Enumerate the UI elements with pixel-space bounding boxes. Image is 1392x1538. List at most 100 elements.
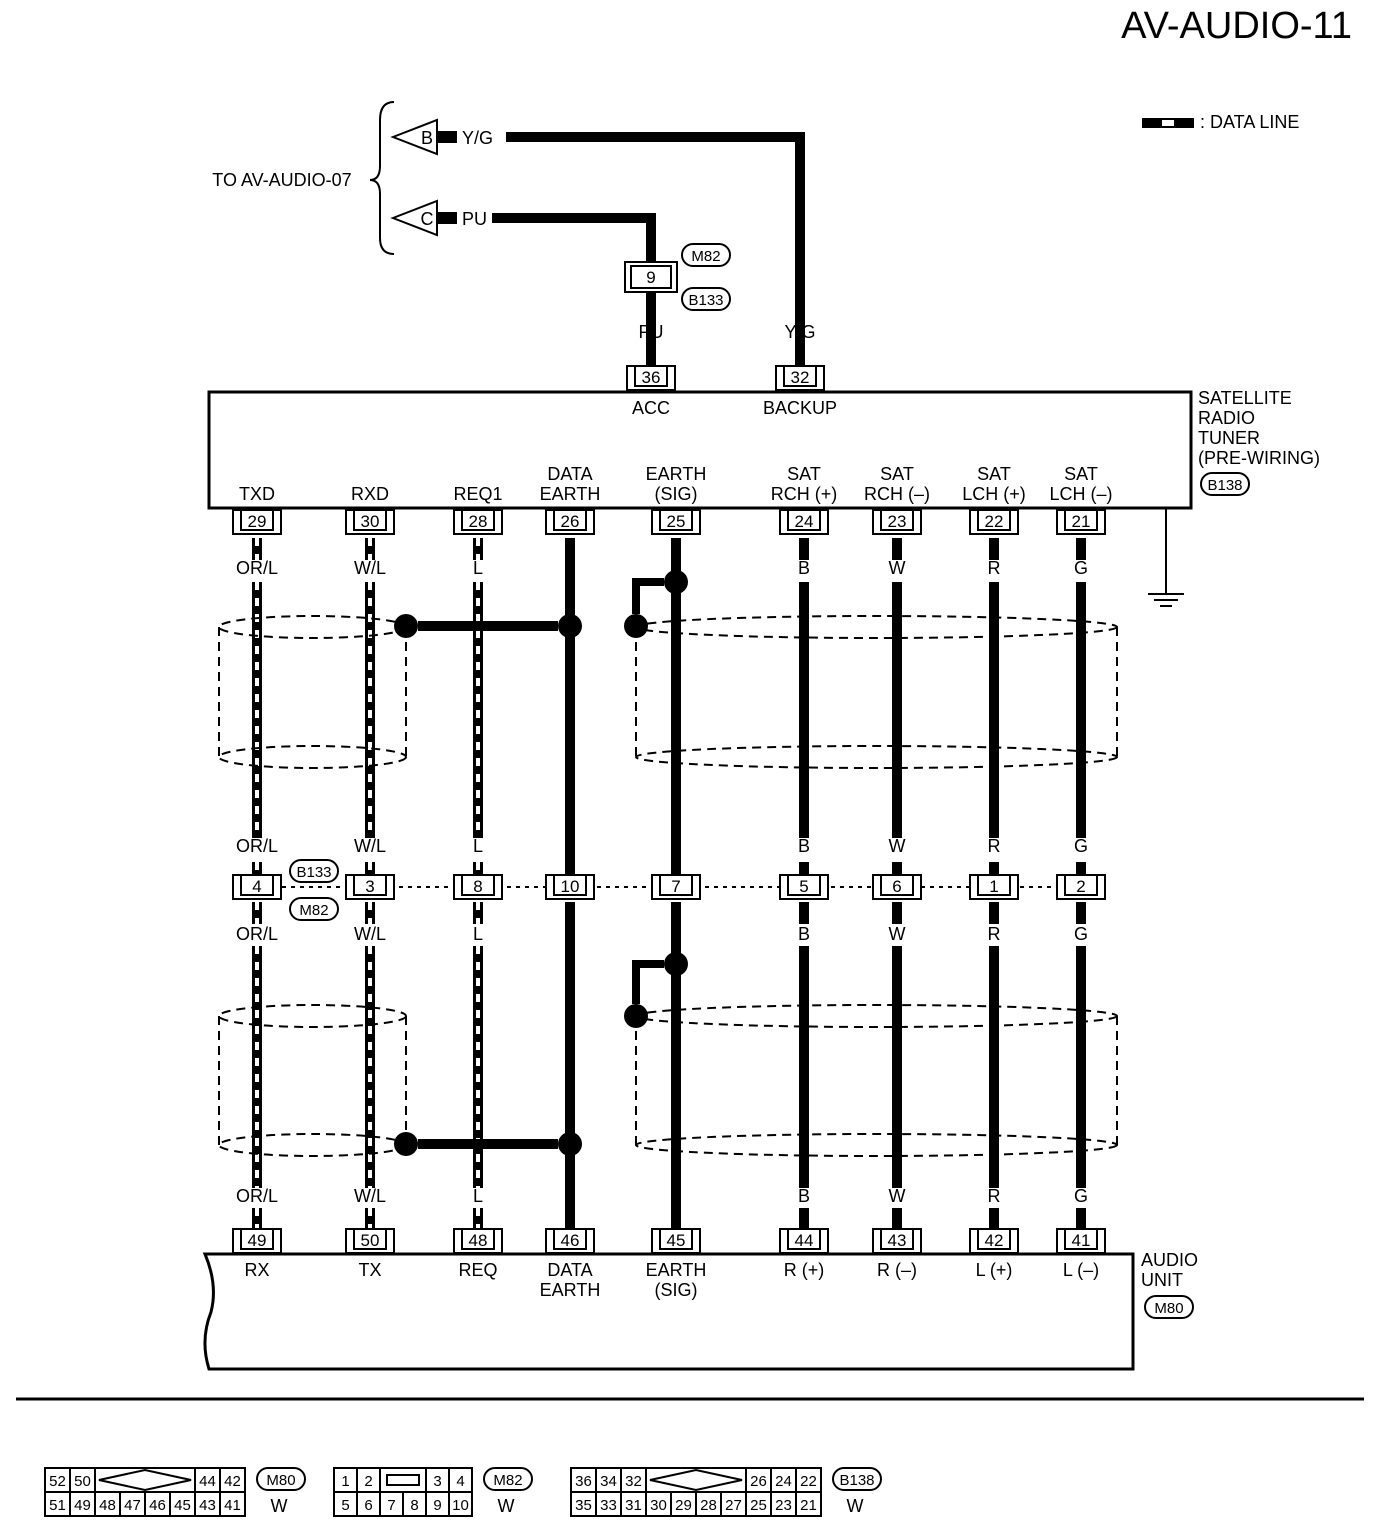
face-m80-color: W bbox=[271, 1496, 288, 1516]
unit-pin-41-label: 41 bbox=[1072, 1231, 1091, 1250]
shield-audio-lower-bottom bbox=[635, 1133, 1118, 1157]
tuner-label-acc: ACC bbox=[632, 398, 670, 418]
source-wire-B: Y/G bbox=[462, 128, 493, 148]
face-m82-cell: 2 bbox=[364, 1473, 372, 1490]
drain-line bbox=[632, 960, 664, 1004]
tuner-pin-backup-inner bbox=[783, 365, 817, 387]
unit-terminal-label: L (+) bbox=[976, 1260, 1013, 1280]
face-m82-cell: 8 bbox=[410, 1497, 418, 1514]
wire-color-label: W bbox=[889, 924, 906, 944]
unit-terminal-label: L (–) bbox=[1063, 1260, 1099, 1280]
audio-unit-name-line: UNIT bbox=[1141, 1270, 1183, 1290]
tuner-terminal-label: EARTH bbox=[540, 484, 601, 504]
face-b138-cell: 26 bbox=[750, 1473, 767, 1490]
tuner-terminal-label: RCH (–) bbox=[864, 484, 930, 504]
audio-unit-name-line: AUDIO bbox=[1141, 1250, 1198, 1270]
face-m82-id-badge bbox=[483, 1467, 533, 1491]
tuner-name-line: RADIO bbox=[1198, 408, 1255, 428]
unit-pin-48-label: 48 bbox=[469, 1231, 488, 1250]
mid-pin-6-label: 6 bbox=[892, 877, 901, 896]
face-b138-cell: 29 bbox=[675, 1497, 692, 1514]
unit-terminal-label: EARTH bbox=[646, 1260, 707, 1280]
face-m80-cell: 49 bbox=[74, 1497, 91, 1514]
mid-pin-10-inner bbox=[553, 874, 587, 896]
tuner-connector-label: B138 bbox=[1207, 477, 1242, 494]
face-m80-cell: 43 bbox=[199, 1497, 216, 1514]
unit-terminal-label: EARTH bbox=[540, 1280, 601, 1300]
tuner-terminal-label: SAT bbox=[787, 464, 821, 484]
face-m80-cell: 48 bbox=[99, 1497, 116, 1514]
unit-terminal-label: R (+) bbox=[784, 1260, 825, 1280]
face-m80-cell: 47 bbox=[124, 1497, 141, 1514]
mid-pin-2-inner bbox=[1064, 874, 1098, 896]
wire-color-label: B bbox=[798, 1186, 810, 1206]
wire-color-label: B bbox=[798, 836, 810, 856]
shield-data-upper-top bbox=[218, 615, 407, 639]
unit-terminal-label: DATA bbox=[547, 1260, 592, 1280]
source-label: TO AV-AUDIO-07 bbox=[212, 170, 351, 190]
unit-pin-46-label: 46 bbox=[561, 1231, 580, 1250]
face-m82-cell: 5 bbox=[341, 1497, 349, 1514]
mid-connector-upper-badge bbox=[289, 859, 339, 883]
mid-pin-3-inner bbox=[353, 874, 387, 896]
unit-terminal-label: R (–) bbox=[877, 1260, 917, 1280]
tuner-pin-24-label: 24 bbox=[795, 512, 814, 531]
wire-color-label: W/L bbox=[354, 558, 386, 578]
wire-color-label: W/L bbox=[354, 1186, 386, 1206]
joint-upper-connector-badge bbox=[681, 243, 731, 267]
tuner-pin-28-inner bbox=[461, 509, 495, 531]
face-b138-cell: 35 bbox=[575, 1497, 592, 1514]
source-wire-C: PU bbox=[462, 209, 487, 229]
face-m82-cell: 1 bbox=[341, 1473, 349, 1490]
tuner-pin-23-inner bbox=[880, 509, 914, 531]
face-b138-cell: 36 bbox=[575, 1473, 592, 1490]
face-b138-id-label: B138 bbox=[839, 1472, 874, 1489]
joint-pin: 9 bbox=[646, 268, 655, 287]
tuner-name-line: SATELLITE bbox=[1198, 388, 1292, 408]
mid-connector-lower-badge bbox=[289, 897, 339, 921]
wire-y-g bbox=[506, 132, 805, 366]
tuner-pin-30-label: 30 bbox=[361, 512, 380, 531]
wire-color-label: G bbox=[1074, 836, 1088, 856]
splice-dot bbox=[624, 614, 648, 638]
shield-audio-lower-top bbox=[635, 1004, 1118, 1028]
tuner-pin-22-inner bbox=[977, 509, 1011, 531]
mid-pin-7-label: 7 bbox=[671, 877, 680, 896]
mid-pin-8-inner bbox=[461, 874, 495, 896]
face-m80-cell: 50 bbox=[74, 1473, 91, 1490]
tuner-label-backup: BACKUP bbox=[763, 398, 837, 418]
mid-pin-7-inner bbox=[659, 874, 693, 896]
face-m82-cell: 3 bbox=[433, 1473, 441, 1490]
unit-terminal-label: TX bbox=[358, 1260, 381, 1280]
face-m82-key bbox=[386, 1474, 420, 1486]
tuner-pin-26-label: 26 bbox=[561, 512, 580, 531]
face-b138-cell: 24 bbox=[775, 1473, 792, 1490]
tuner-pin-22-label: 22 bbox=[985, 512, 1004, 531]
face-b138-cell: 34 bbox=[600, 1473, 617, 1490]
audio-unit-connector-label: M80 bbox=[1154, 1300, 1183, 1317]
unit-pin-48-inner bbox=[461, 1228, 495, 1250]
wire-label-backup: Y/G bbox=[784, 322, 815, 342]
face-b138-cell: 32 bbox=[625, 1473, 642, 1490]
tuner-terminal-label: TXD bbox=[239, 484, 275, 504]
joint-lower-connector-label: B133 bbox=[688, 292, 723, 309]
source-brace bbox=[369, 101, 395, 255]
splice-dot bbox=[394, 1132, 418, 1156]
face-b138-cell: 31 bbox=[625, 1497, 642, 1514]
mid-pin-5-label: 5 bbox=[799, 877, 808, 896]
unit-pin-43-label: 43 bbox=[888, 1231, 907, 1250]
face-b138-cell: 23 bbox=[775, 1497, 792, 1514]
tuner-connector-badge bbox=[1200, 472, 1250, 496]
tuner-terminal-label: SAT bbox=[880, 464, 914, 484]
mid-pin-6-inner bbox=[880, 874, 914, 896]
unit-pin-46-inner bbox=[553, 1228, 587, 1250]
wire-label-acc: PU bbox=[638, 322, 663, 342]
face-m82-color: W bbox=[498, 1496, 515, 1516]
mid-pin-8-label: 8 bbox=[473, 877, 482, 896]
tuner-terminal-label: LCH (+) bbox=[962, 484, 1026, 504]
mid-pin-1-label: 1 bbox=[989, 877, 998, 896]
unit-pin-42-inner bbox=[977, 1228, 1011, 1250]
tuner-terminal-label: SAT bbox=[977, 464, 1011, 484]
unit-pin-45-label: 45 bbox=[667, 1231, 686, 1250]
face-b138-cell: 30 bbox=[650, 1497, 667, 1514]
